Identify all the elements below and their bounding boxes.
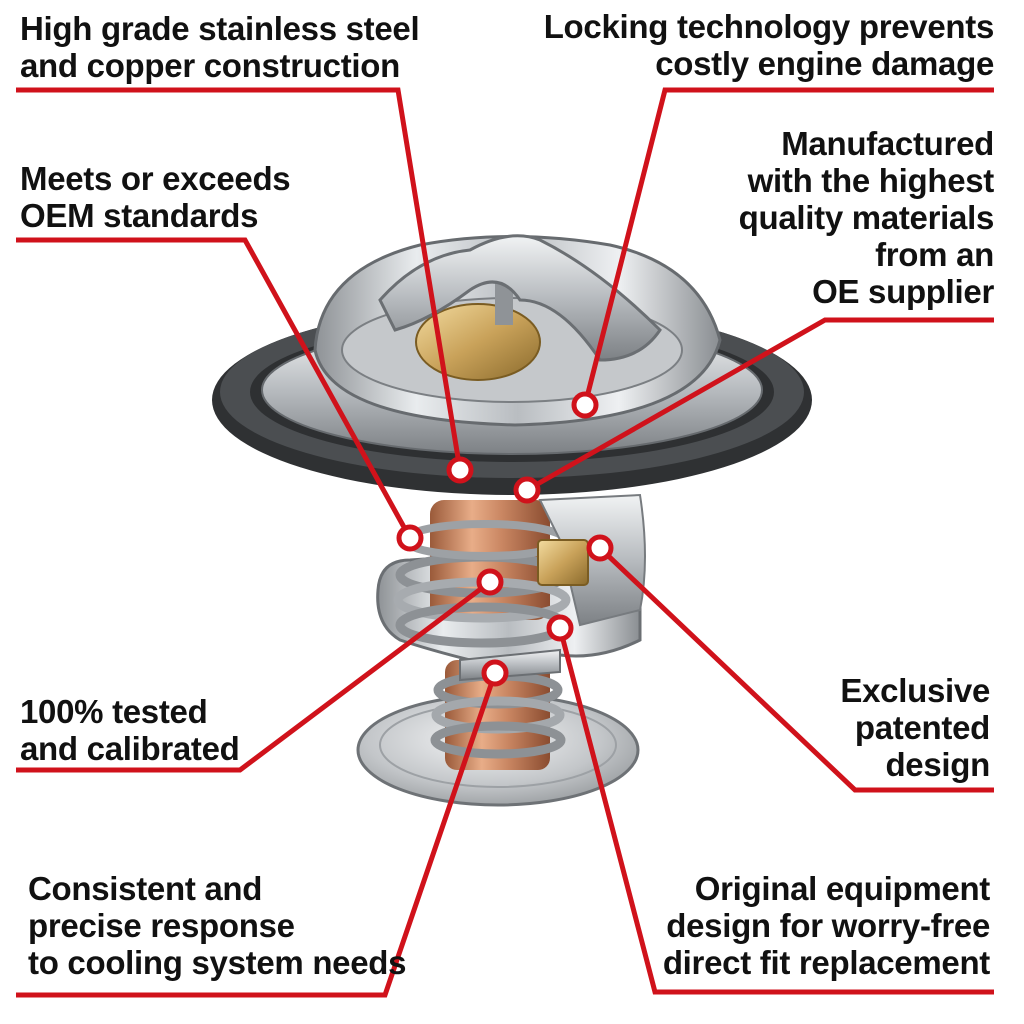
dot-locking bbox=[571, 391, 599, 419]
callout-locking-line1: Locking technology prevents bbox=[543, 8, 995, 45]
callout-locking: Locking technology prevents costly engin… bbox=[543, 8, 995, 82]
callout-original-line3: direct fit replacement bbox=[662, 944, 990, 981]
callout-original-line1: Original equipment bbox=[694, 870, 991, 907]
line-locking bbox=[582, 87, 994, 406]
callout-oem-standards: Meets or exceeds OEM standards bbox=[20, 160, 291, 234]
callout-locking-line2: costly engine damage bbox=[655, 45, 994, 82]
callout-tested-line1: 100% tested bbox=[20, 693, 208, 730]
line-exclusive bbox=[598, 546, 994, 793]
callout-consistent-line1: Consistent and bbox=[28, 870, 263, 907]
callout-manufactured-line2: with the highest bbox=[747, 162, 995, 199]
dot-oem bbox=[396, 524, 424, 552]
dot-steel-copper bbox=[446, 456, 474, 484]
callout-consistent-line2: precise response bbox=[28, 907, 295, 944]
dot-original bbox=[546, 614, 574, 642]
callout-lines bbox=[16, 87, 994, 998]
callout-exclusive-line1: Exclusive bbox=[840, 672, 990, 709]
callout-exclusive-line3: design bbox=[885, 746, 990, 783]
callout-steel-copper: High grade stainless steel and copper co… bbox=[20, 10, 420, 84]
callout-consistent: Consistent and precise response to cooli… bbox=[28, 870, 407, 981]
callout-oem-line2: OEM standards bbox=[20, 197, 259, 234]
line-manufactured bbox=[525, 317, 994, 493]
callout-steel-copper-line2: and copper construction bbox=[20, 47, 400, 84]
callout-tested: 100% tested and calibrated bbox=[20, 693, 240, 767]
callout-steel-copper-line1: High grade stainless steel bbox=[20, 10, 420, 47]
callout-exclusive: Exclusive patented design bbox=[840, 672, 990, 783]
dot-exclusive bbox=[586, 534, 614, 562]
line-steel-copper bbox=[16, 87, 463, 471]
callout-manufactured-line1: Manufactured bbox=[781, 125, 994, 162]
callout-tested-line2: and calibrated bbox=[20, 730, 240, 767]
line-oem bbox=[16, 237, 413, 540]
dot-tested bbox=[476, 568, 504, 596]
line-original bbox=[557, 627, 994, 995]
callout-manufactured-line5: OE supplier bbox=[812, 273, 994, 310]
callout-original: Original equipment design for worry-free… bbox=[663, 870, 990, 981]
side-plate bbox=[537, 493, 646, 627]
callout-original-line2: design for worry-free bbox=[666, 907, 990, 944]
dot-consistent bbox=[481, 659, 509, 687]
callout-manufactured-line4: from an bbox=[875, 236, 994, 273]
line-consistent bbox=[16, 672, 498, 998]
callout-exclusive-line2: patented bbox=[854, 709, 990, 746]
callout-dots bbox=[396, 391, 614, 687]
top-bridge bbox=[378, 234, 662, 362]
callout-consistent-line3: to cooling system needs bbox=[28, 944, 407, 981]
line-tested bbox=[16, 580, 492, 773]
callout-oem-line1: Meets or exceeds bbox=[20, 160, 291, 197]
dot-manufactured bbox=[513, 476, 541, 504]
callout-manufactured-line3: quality materials bbox=[738, 199, 995, 236]
callout-manufactured: Manufactured with the highest quality ma… bbox=[738, 125, 995, 310]
